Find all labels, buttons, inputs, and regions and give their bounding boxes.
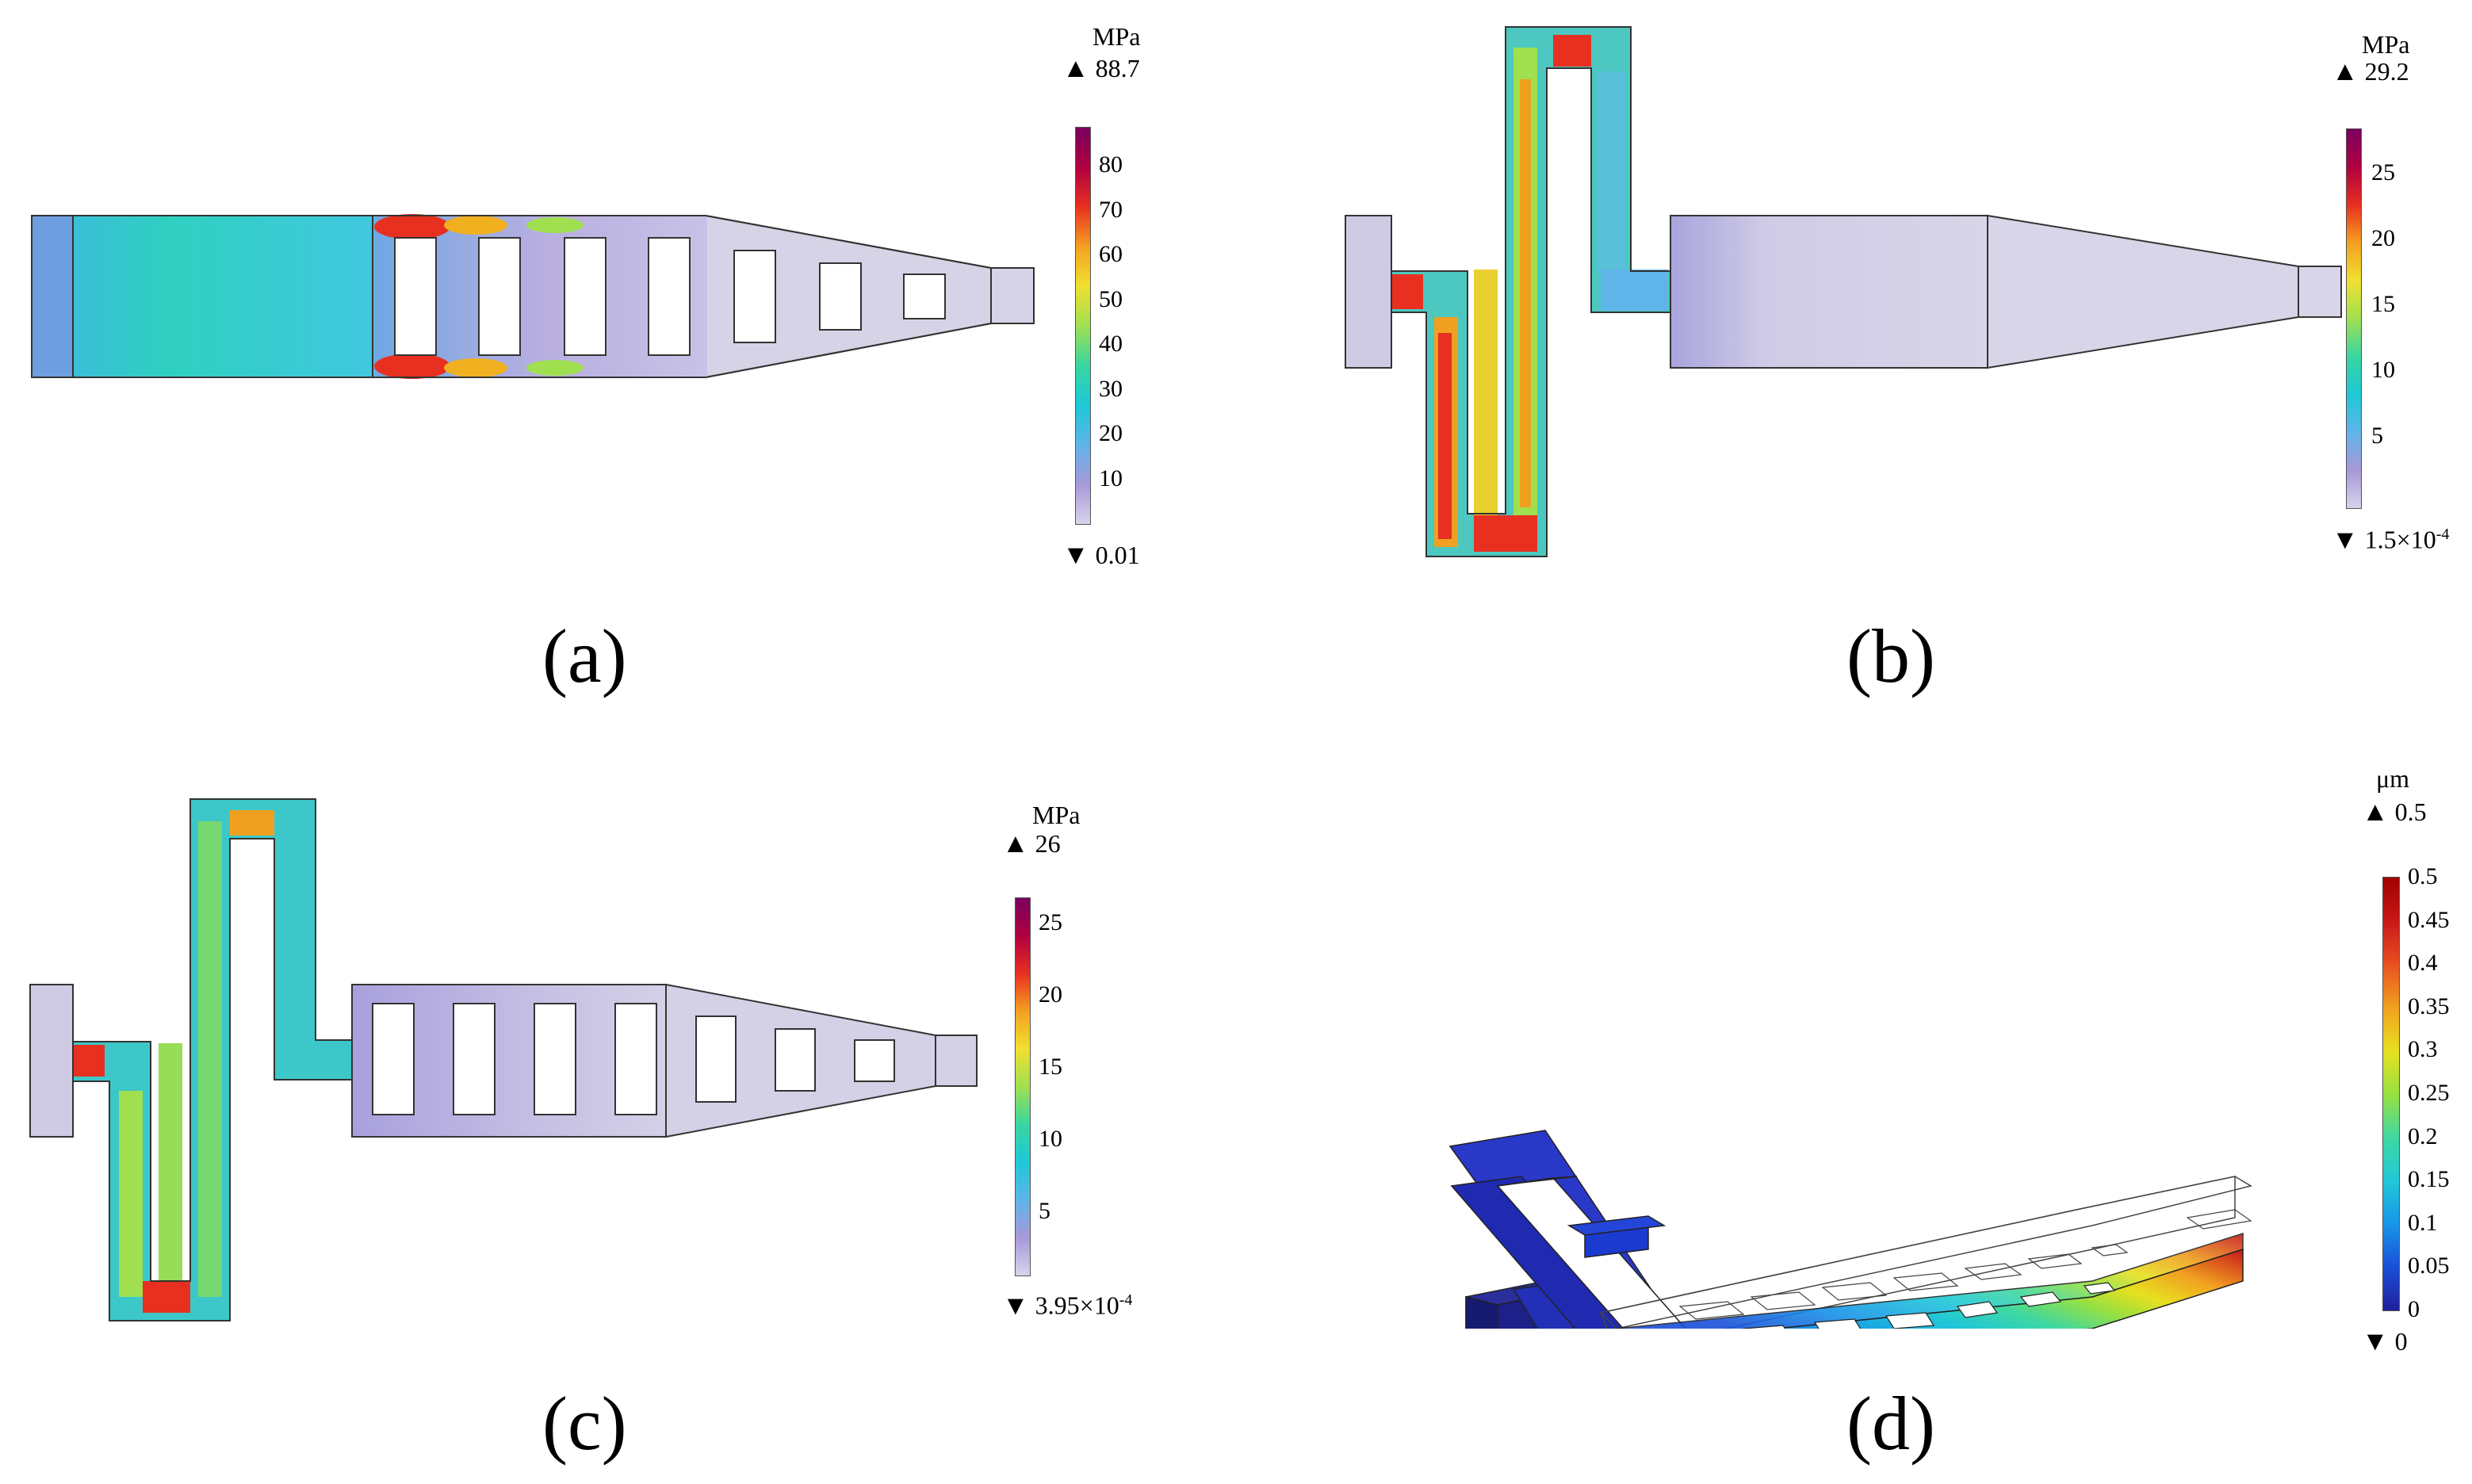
triangle-down-icon: ▼ [2332,525,2359,555]
colorbar-c [1015,897,1031,1276]
colorbar-max-value-b: 29.2 [2364,57,2409,86]
colorbar-max-value-c: 26 [1035,829,1061,858]
colorbar-tick-label: 10 [1099,465,1123,491]
triangle-up-icon: ▲ [1062,54,1089,83]
triangle-down-icon: ▼ [1062,541,1089,570]
colorbar-tick-label: 0.1 [2408,1209,2438,1236]
colorbar-min-d: ▼0 [2362,1329,2408,1356]
stress-map-b [1345,26,2342,557]
colorbar-tick-label: 70 [1099,196,1123,223]
subfigure-label-c: (c) [542,1381,627,1466]
colorbar-min-exponent-c: -4 [1119,1291,1133,1309]
colorbar-tick-label: 0.25 [2408,1080,2450,1106]
colorbar-min-a: ▼0.01 [1062,542,1140,569]
colorbar-b [2346,128,2362,509]
subfigure-label-d: (d) [1846,1381,1935,1466]
subfigure-label-b: (b) [1846,614,1935,698]
colorbar-tick-label: 0.45 [2408,906,2450,933]
colorbar-tick-label: 20 [2371,225,2395,251]
panel-a: MPa ▲88.7 80 70 60 50 40 30 20 10 ▼0.01 (a) [0,0,1236,742]
colorbar-tick-label: 20 [1099,420,1123,446]
colorbar-tick-label: 25 [1039,909,1062,935]
colorbar-tick-label: 60 [1099,241,1123,267]
colorbar-tick-label: 0.3 [2408,1036,2438,1063]
stress-map-c [29,798,978,1321]
triangle-up-icon: ▲ [2332,57,2359,86]
triangle-down-icon: ▼ [2362,1327,2389,1356]
colorbar-min-value-d: 0 [2394,1327,2408,1356]
colorbar-tick-label: 5 [2371,423,2383,449]
colorbar-max-value-a: 88.7 [1095,54,1140,82]
subfigure-label-a: (a) [542,614,627,698]
colorbar-max-b: ▲29.2 [2332,59,2409,86]
colorbar-tick-label: 0.4 [2408,950,2438,977]
colorbar-min-value-b: 1.5×10 [2364,525,2436,554]
colorbar-max-d: ▲0.5 [2362,799,2427,826]
colorbar-tick-label: 0 [2408,1296,2420,1322]
colorbar-max-a: ▲88.7 [1062,55,1140,82]
stress-map-a [31,214,1035,379]
colorbar-tick-label: 5 [1039,1198,1050,1224]
colorbar-tick-label: 0.05 [2408,1253,2450,1279]
colorbar-min-exponent-b: -4 [2436,526,2450,543]
colorbar-min-c: ▼3.95×10-4 [1002,1292,1132,1320]
colorbar-tick-label: 15 [1039,1054,1062,1080]
colorbar-min-value-a: 0.01 [1095,541,1140,569]
colorbar-d [2382,877,2400,1311]
colorbar-unit-d: μm [2376,764,2410,793]
colorbar-min-b: ▼1.5×10-4 [2332,526,2449,554]
colorbar-max-value-d: 0.5 [2394,797,2427,826]
colorbar-unit-c: MPa [1032,801,1081,829]
colorbar-tick-label: 50 [1099,285,1123,312]
panel-c: MPa ▲26 25 20 15 10 5 ▼3.95×10-4 (c) [0,742,1236,1484]
colorbar-tick-label: 0.35 [2408,993,2450,1019]
colorbar-min-value-c: 3.95×10 [1035,1291,1119,1320]
colorbar-max-c: ▲26 [1002,831,1061,858]
triangle-up-icon: ▲ [1002,829,1029,859]
colorbar-tick-label: 0.5 [2408,863,2438,889]
colorbar-tick-label: 10 [1039,1126,1062,1152]
colorbar-tick-label: 0.2 [2408,1123,2438,1149]
colorbar-tick-label: 15 [2371,291,2395,317]
colorbar-tick-label: 30 [1099,375,1123,402]
colorbar-tick-label: 20 [1039,981,1062,1008]
colorbar-tick-label: 25 [2371,159,2395,186]
colorbar-unit-a: MPa [1093,22,1141,51]
triangle-down-icon: ▼ [1002,1291,1029,1321]
panel-b: MPa ▲29.2 25 20 15 10 5 ▼1.5×10-4 (b) [1236,0,2472,742]
displacement-map-d [1448,1130,2252,1329]
colorbar-tick-label: 0.15 [2408,1166,2450,1193]
colorbar-a [1075,127,1091,525]
triangle-up-icon: ▲ [2362,797,2389,827]
colorbar-tick-label: 80 [1099,151,1123,178]
colorbar-tick-label: 10 [2371,357,2395,383]
colorbar-tick-label: 40 [1099,331,1123,357]
colorbar-unit-b: MPa [2362,30,2410,59]
